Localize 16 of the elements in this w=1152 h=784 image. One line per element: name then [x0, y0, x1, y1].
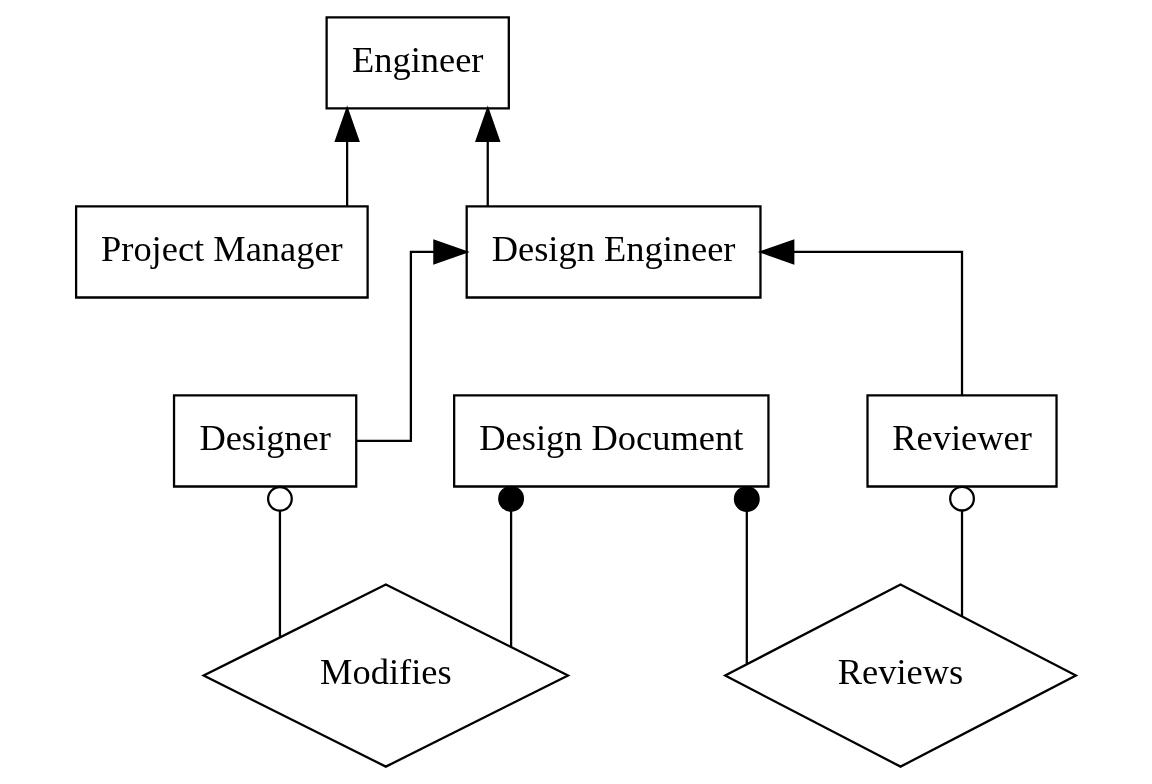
connector — [733, 486, 760, 665]
node-box: Reviewer — [866, 394, 1058, 488]
arrow — [334, 105, 360, 207]
connector — [949, 485, 975, 617]
node-box: Engineer — [325, 16, 510, 110]
connector — [266, 485, 293, 637]
node-box: Design Document — [453, 394, 770, 488]
arrow — [356, 239, 470, 443]
arrow — [757, 239, 964, 396]
arrow — [475, 105, 501, 207]
node-box: Design Engineer — [465, 205, 762, 299]
node-box: Designer — [172, 394, 358, 488]
node-box: Project Manager — [74, 205, 369, 299]
node-diamond: Reviews — [722, 583, 1079, 768]
connector — [498, 485, 525, 647]
node-diamond: Modifies — [201, 583, 571, 768]
